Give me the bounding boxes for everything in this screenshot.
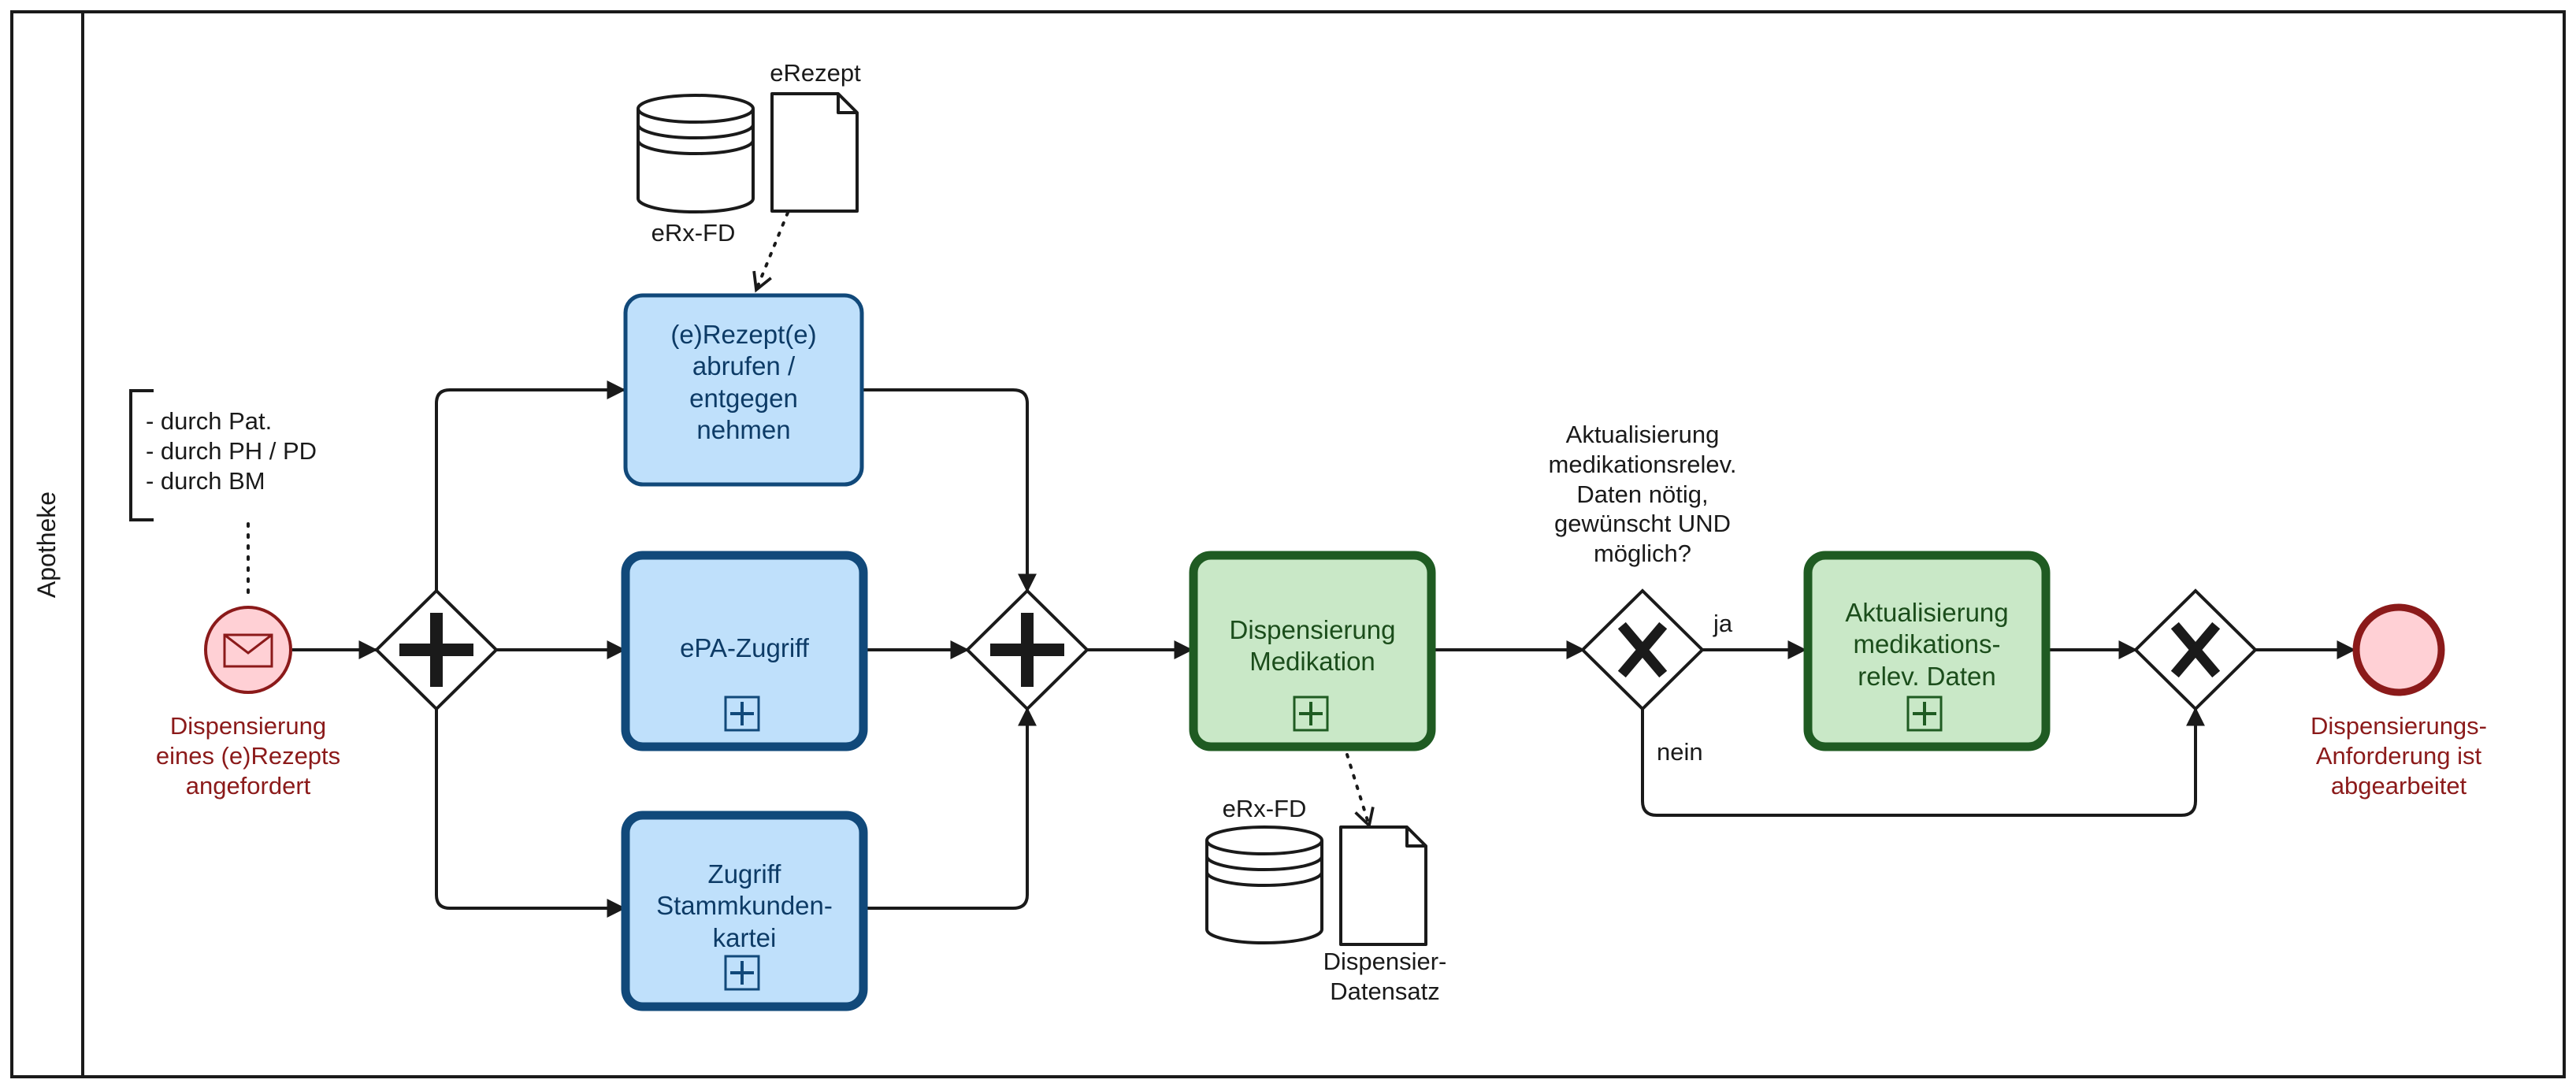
task-dispensierung-medikation[interactable]: [1189, 551, 1436, 751]
end-event-label: Dispensierungs- Anforderung ist abgearbe…: [2311, 712, 2487, 799]
exclusive-gateway-merge[interactable]: [2133, 588, 2258, 711]
lane-header: Apotheke: [12, 12, 83, 1077]
decision-gateway-question: Aktualisierung medikationsrelev. Daten n…: [1548, 421, 1737, 568]
flow-stammkunden-to-join: [865, 707, 1037, 910]
data-store-erx-fd-bottom: [1205, 825, 1323, 944]
sequence-flows: [292, 380, 2356, 918]
data-association-dispensier: [1346, 753, 1375, 829]
subprocess-marker-icon: [1293, 696, 1329, 732]
data-object-dispensier-datensatz: [1339, 825, 1427, 946]
flow-decision-no: [1641, 707, 2205, 817]
parallel-gateway-split[interactable]: [374, 588, 499, 711]
data-store-erx-fd-top-label: eRx-FD: [651, 219, 736, 247]
start-event-label: Dispensierung eines (e)Rezepts angeforde…: [155, 712, 341, 799]
flow-split-to-rezept: [435, 380, 626, 591]
task-epa-label: ePA-Zugriff: [680, 633, 809, 662]
task-rezept-abrufen[interactable]: [623, 293, 864, 487]
start-message-event[interactable]: [204, 606, 292, 694]
annotation-bracket: [129, 389, 154, 521]
data-object-erezept: [770, 92, 859, 213]
task-dispensierung-label: Dispensierung Medikation: [1229, 615, 1396, 677]
subprocess-marker-icon: [724, 696, 760, 732]
annotation-line: - durch Pat.: [146, 407, 273, 435]
task-rezept-label: (e)Rezept(e) abrufen / entgegen nehmen: [670, 320, 817, 444]
exclusive-gateway-decision[interactable]: [1580, 588, 1705, 711]
envelope-icon: [223, 633, 273, 668]
flow-label-no: nein: [1657, 738, 1703, 766]
lane-name: Apotheke: [32, 491, 61, 598]
parallel-gateway-join[interactable]: [965, 588, 1089, 711]
data-association-erezept: [752, 211, 789, 293]
text-annotation: - durch Pat. - durch PH / PD - durch BM: [146, 406, 317, 495]
task-aktualisierung-label: Aktualisierung medikations- relev. Daten: [1845, 598, 2009, 691]
x-marker-icon: [1617, 621, 1668, 678]
task-epa-zugriff[interactable]: [621, 551, 868, 751]
plus-marker-icon: [399, 613, 473, 687]
flow-split-to-stammkunden: [435, 709, 626, 918]
data-object-erezept-label: eRezept: [770, 59, 861, 87]
annotation-line: - durch BM: [146, 466, 265, 495]
data-object-dispensier-label: Dispensier- Datensatz: [1323, 948, 1447, 1005]
flow-label-yes: ja: [1713, 610, 1733, 637]
subprocess-marker-icon: [724, 955, 760, 991]
data-store-erx-fd-bottom-label: eRx-FD: [1222, 795, 1307, 822]
task-stammkunden-zugriff[interactable]: [621, 811, 868, 1011]
x-marker-icon: [2170, 621, 2221, 678]
end-event[interactable]: [2352, 603, 2445, 696]
annotation-line: - durch PH / PD: [146, 436, 317, 465]
task-stammkunden-label: Zugriff Stammkunden- kartei: [656, 859, 833, 952]
task-aktualisierung-daten[interactable]: [1803, 551, 2051, 751]
plus-marker-icon: [990, 613, 1064, 687]
flow-rezept-to-join: [863, 388, 1037, 593]
subprocess-marker-icon: [1906, 696, 1943, 732]
data-store-erx-fd-top: [637, 94, 755, 213]
